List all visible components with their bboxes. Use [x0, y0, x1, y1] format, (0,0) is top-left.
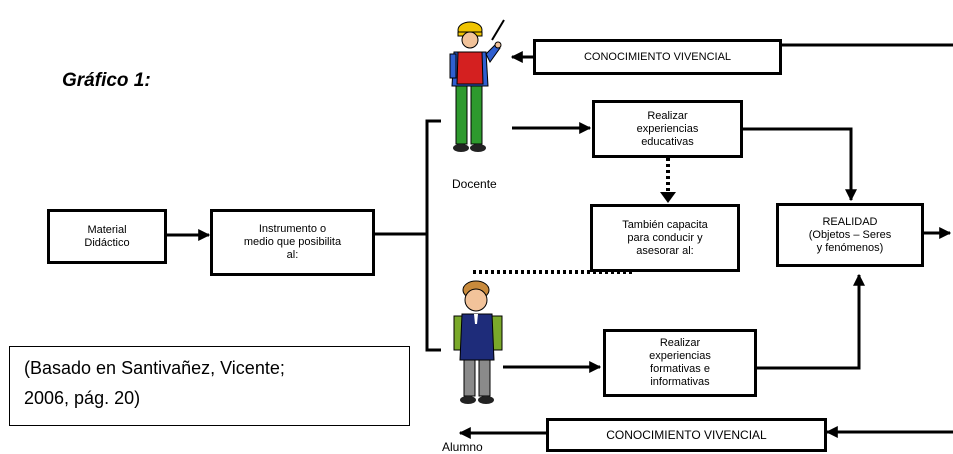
- label-docente: Docente: [452, 177, 497, 191]
- diagram-title: Gráfico 1:: [62, 70, 151, 91]
- box-realidad: REALIDAD (Objetos – Seres y fenómenos): [776, 203, 924, 267]
- box-realizar-educativas: Realizar experiencias educativas: [592, 100, 743, 158]
- teacher-figure-icon: [449, 19, 505, 152]
- box-realizar-formativas: Realizar experiencias formativas e infor…: [603, 329, 757, 397]
- box-conocimiento-bottom: CONOCIMIENTO VIVENCIAL: [546, 418, 827, 452]
- box-instrumento: Instrumento o medio que posibilita al:: [210, 209, 375, 276]
- box-material-didactico: Material Didáctico: [47, 209, 167, 264]
- label-alumno: Alumno: [442, 440, 483, 454]
- bracket: [425, 119, 441, 352]
- box-tambien-capacita: También capacita para conducir y asesora…: [590, 204, 740, 272]
- arrow-formativas-to-realidad: [757, 273, 865, 370]
- box-conocimiento-top: CONOCIMIENTO VIVENCIAL: [533, 39, 782, 75]
- student-figure-icon: [453, 280, 503, 404]
- citation-box: (Basado en Santivañez, Vicente; 2006, pá…: [9, 346, 410, 426]
- arrow-educativas-to-realidad: [743, 127, 857, 202]
